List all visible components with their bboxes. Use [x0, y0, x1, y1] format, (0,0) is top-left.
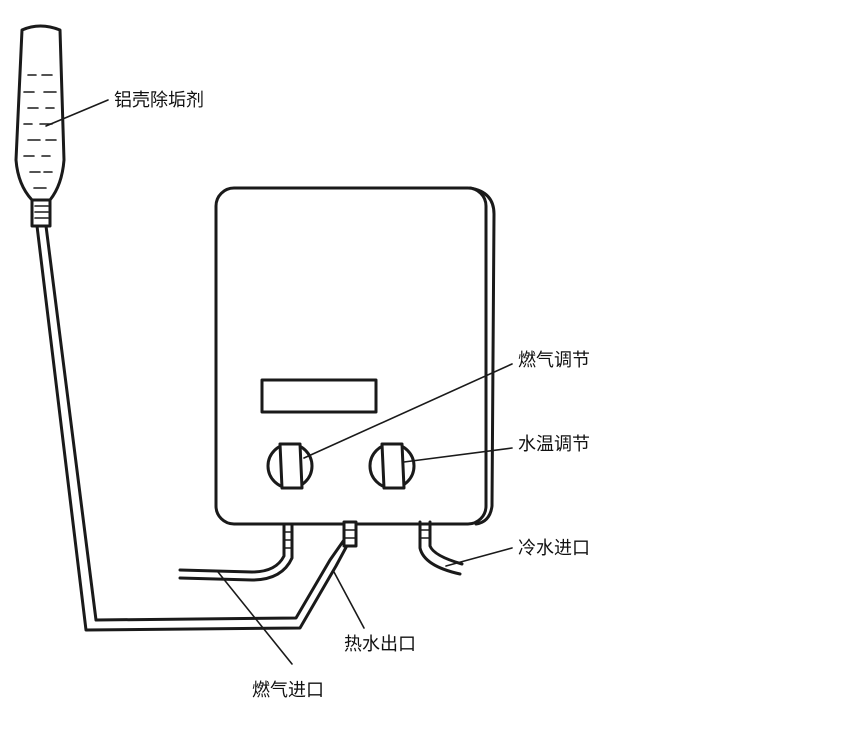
water-temp-adjust-label: 水温调节 [518, 434, 590, 455]
descaler-label: 铝壳除垢剂 [114, 90, 204, 111]
water-temp-knob [368, 442, 416, 490]
gas-adjust-knob [266, 442, 314, 490]
gas-inlet-pipe [178, 522, 294, 582]
gas-inlet-label: 燃气进口 [252, 680, 324, 701]
water-heater-body [214, 186, 496, 526]
descaler-bottle [14, 24, 66, 228]
cold-water-inlet-label: 冷水进口 [518, 538, 590, 559]
display-window [260, 378, 378, 414]
cold-water-inlet-pipe [418, 520, 464, 576]
gas-adjust-label: 燃气调节 [518, 350, 590, 371]
hot-water-outlet-label: 热水出口 [344, 634, 416, 655]
leader-lines [45, 99, 513, 665]
descaler-hose [35, 224, 352, 632]
hot-water-outlet-pipe [342, 520, 358, 548]
